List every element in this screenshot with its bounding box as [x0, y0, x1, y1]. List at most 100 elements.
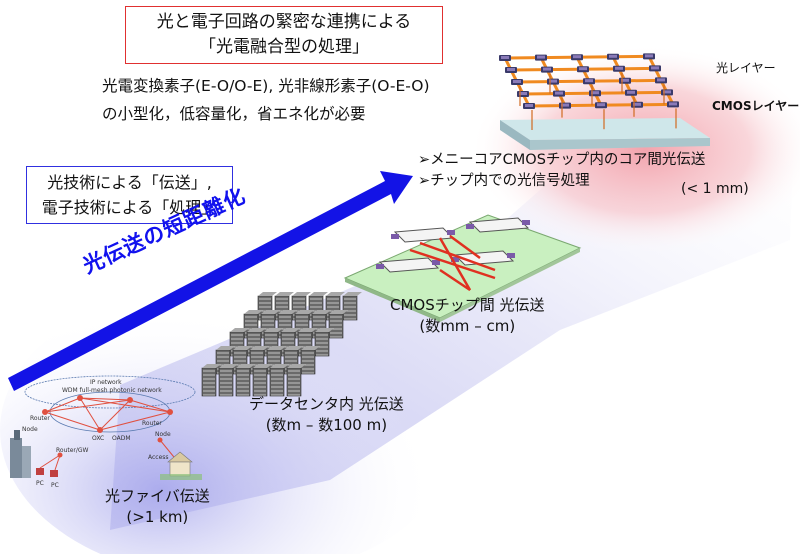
net-access: Access: [148, 454, 169, 461]
server-rack-top: [301, 346, 320, 350]
chip-port: [507, 253, 515, 258]
transport-line-2: 電子技術による「処理」: [41, 198, 218, 217]
title-box: 光と電子回路の緊密な連携による 「光電融合型の処理」: [125, 6, 443, 64]
server-rack-top: [253, 364, 272, 368]
server-rack: [314, 331, 330, 357]
cmos-layer-label: CMOSレイヤー: [712, 99, 800, 113]
server-rack-top: [284, 346, 303, 350]
server-rack-top: [264, 328, 283, 332]
chip-core-top: [633, 102, 641, 106]
net-oadm: OADM: [112, 435, 131, 442]
server-rack-top: [258, 292, 277, 296]
server-rack-top: [315, 328, 334, 332]
net-oxc: OXC: [92, 435, 104, 442]
chip-core-top: [579, 67, 587, 71]
fiber-text: 光ファイバ伝送 (>1 km): [105, 486, 210, 528]
chip-core-top: [657, 78, 665, 82]
server-rack-top: [250, 346, 269, 350]
red-glow: [470, 45, 800, 255]
server-rack-top: [326, 292, 345, 296]
fiber-range: (>1 km): [126, 508, 189, 526]
server-rack: [269, 367, 285, 397]
server-rack: [300, 349, 316, 375]
datacenter-racks-image: [201, 292, 362, 397]
chip-core-top: [549, 79, 557, 83]
chip-core-top: [609, 54, 617, 58]
optical-links: [409, 234, 496, 292]
server-rack-top: [343, 292, 362, 296]
distance-arrow: [8, 171, 413, 391]
chip-port: [447, 230, 455, 235]
datacenter-range: (数m – 数100 m): [265, 416, 388, 434]
chip-port: [451, 257, 459, 262]
net-node-left: Node: [22, 426, 38, 433]
server-rack-top: [202, 364, 221, 368]
net-ip-label: IP network: [90, 379, 122, 386]
chip-core-top: [621, 78, 629, 82]
requirements-line-2: の小型化，低容量化，省エネ化が必要: [102, 105, 366, 123]
server-rack: [252, 367, 268, 397]
cmos-chip-board-image: [343, 214, 582, 322]
requirements-text: 光電変換素子(E-O/O-E), 光非線形素子(O-E-O) の小型化，低容量化…: [102, 72, 430, 128]
server-rack-top: [287, 364, 306, 368]
server-rack-top: [267, 346, 286, 350]
server-rack-top: [233, 346, 252, 350]
cmos-chip-range: (数mm – cm): [419, 317, 516, 335]
server-rack-top: [247, 328, 266, 332]
cmos-chip: [378, 257, 440, 273]
server-rack-top: [275, 292, 294, 296]
server-rack: [328, 313, 344, 339]
manycore-line-2: ➢チップ内での光信号処理: [418, 173, 590, 189]
net-router-gw: Router/GW: [56, 447, 89, 454]
chip-core-top: [513, 80, 521, 83]
chip-core-top: [651, 66, 659, 70]
server-rack: [235, 367, 251, 397]
net-wdm-label: WDM full-mesh photonic network: [62, 387, 162, 394]
title-line-1: 光と電子回路の緊密な連携による: [156, 12, 412, 32]
chip-core-top: [573, 55, 581, 59]
datacenter-label: データセンタ内 光伝送: [249, 395, 404, 413]
chip-core-top: [627, 90, 635, 94]
server-rack-top: [270, 364, 289, 368]
chip-port: [391, 234, 399, 239]
chip-core-top: [501, 56, 509, 59]
server-rack-top: [292, 292, 311, 296]
cmos-chip-label: CMOSチップ間 光伝送: [390, 296, 545, 314]
manycore-line-1: ➢メニーコアCMOSチップ内のコア間光伝送: [418, 152, 706, 168]
server-rack-top: [281, 328, 300, 332]
server-rack-top: [261, 310, 280, 314]
transport-box: 光技術による「伝送」, 電子技術による「処理」: [26, 166, 233, 224]
chip-core-top: [561, 103, 569, 107]
server-rack: [286, 367, 302, 397]
server-rack: [342, 295, 358, 321]
chip-core-top: [615, 66, 623, 70]
blue-glow: [0, 280, 460, 554]
fiber-label: 光ファイバ伝送: [105, 487, 210, 505]
chip-core-top: [663, 90, 671, 94]
server-rack-top: [236, 364, 255, 368]
cmos-chip: [468, 217, 530, 233]
server-rack-top: [216, 346, 235, 350]
server-rack-top: [295, 310, 314, 314]
chip-port: [466, 224, 474, 229]
manycore-range: (< 1 mm): [681, 181, 749, 197]
server-rack: [218, 367, 234, 397]
chip-core-top: [555, 91, 563, 95]
server-rack-top: [219, 364, 238, 368]
net-node-right: Node: [155, 431, 171, 438]
fiber-network-image: IP network WDM full-mesh photonic networ…: [10, 375, 202, 489]
server-rack-top: [230, 328, 249, 332]
chip-core-top: [519, 92, 527, 95]
chip-core-top: [543, 67, 551, 71]
chip-core-top: [591, 91, 599, 95]
title-line-2: 「光電融合型の処理」: [199, 37, 369, 57]
server-rack-top: [312, 310, 331, 314]
chip-port: [432, 260, 440, 265]
net-pc1: PC: [36, 480, 44, 487]
optical-layer-label: 光レイヤー: [716, 61, 776, 75]
chip-core-top: [507, 68, 515, 71]
cmos-chip-text: CMOSチップ間 光伝送 (数mm – cm): [390, 295, 545, 337]
chip-port: [376, 264, 384, 269]
chip-core-top: [597, 103, 605, 107]
